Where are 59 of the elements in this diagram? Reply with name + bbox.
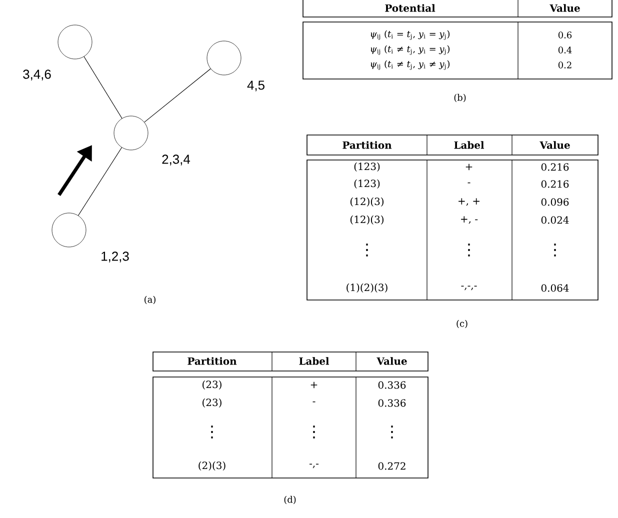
table-cell: ψ$_{ij}$ (t$_{i}$ = t$_{j}$, y$_{i}$ = y$_{j}$) [370,30,450,40]
graph-node [114,116,148,150]
table-cell: Partition [342,141,392,149]
table-cell: (123) [354,162,380,172]
table-cell: (12)(3) [350,197,384,207]
graph-node [52,212,86,248]
table-cell: -,- [310,464,319,468]
panel-caption: (b) [454,94,466,102]
table-cell: - [468,182,470,184]
edge-line [144,68,211,122]
table-cell: +, - [461,216,478,224]
panel-caption: (d) [284,496,296,504]
panel-caption: (c) [456,320,468,328]
table-cell: Label [299,357,330,365]
table-cell: (1)(2)(3) [346,283,388,293]
table-cell: 0.272 [378,462,406,470]
panel-caption: (a) [144,296,156,304]
table-cell: + [310,382,318,388]
table-cell: (12)(3) [350,215,384,225]
table-cell: (23) [202,380,222,390]
table-cell: - [312,401,316,402]
table-cell: 0.4 [558,46,572,54]
table-cell: ⋮ [391,426,393,438]
table-cell: Value [540,141,570,149]
table-cell: (2)(3) [198,461,226,471]
table-cell: (23) [202,398,222,408]
table-cell: ψ$_{ij}$ (t$_{i}$ ≠ t$_{j}$, y$_{i}$ = y$_{j}$) [370,45,450,55]
table-cell: Value [376,357,407,365]
table-cell: 0.064 [541,284,569,292]
table-cell: -,-,- [461,286,477,290]
table-cell: + [466,164,472,170]
table-cell: Value [550,4,580,12]
table-cell: 0.216 [541,180,569,188]
table-cell: Potential [385,4,436,12]
table-cell: ⋮ [211,426,213,438]
graph-node [58,24,92,60]
table-cell: 0.024 [541,216,569,224]
node-label: 2,3,4 [162,154,190,166]
table-cell: Label [454,141,484,149]
edge-line [78,147,122,216]
node-label: 3,4,6 [23,70,51,80]
table-cell: +, + [458,198,480,206]
table-cell: (123) [354,179,380,189]
table-cell: Partition [188,357,237,365]
table-cell: 0.336 [378,399,406,407]
table-cell: ⋮ [313,426,315,438]
table-cell: 0.096 [541,198,569,206]
edge-line [84,56,122,119]
table-cell: ⋮ [366,244,368,256]
node-label: 4,5 [247,80,264,92]
table-cell: ⋮ [468,244,470,256]
node-label: 1,2,3 [102,252,129,262]
table-cell: 0.6 [558,32,572,38]
table-cell: ψ$_{ij}$ (t$_{i}$ ≠ t$_{j}$, y$_{i}$ ≠ y$_{j}$) [370,60,450,70]
table-cell: 0.216 [541,163,569,171]
table-cell: ⋮ [554,244,556,256]
graph-node [206,40,242,76]
table-cell: 0.336 [378,381,406,389]
table-cell: 0.2 [558,62,572,68]
